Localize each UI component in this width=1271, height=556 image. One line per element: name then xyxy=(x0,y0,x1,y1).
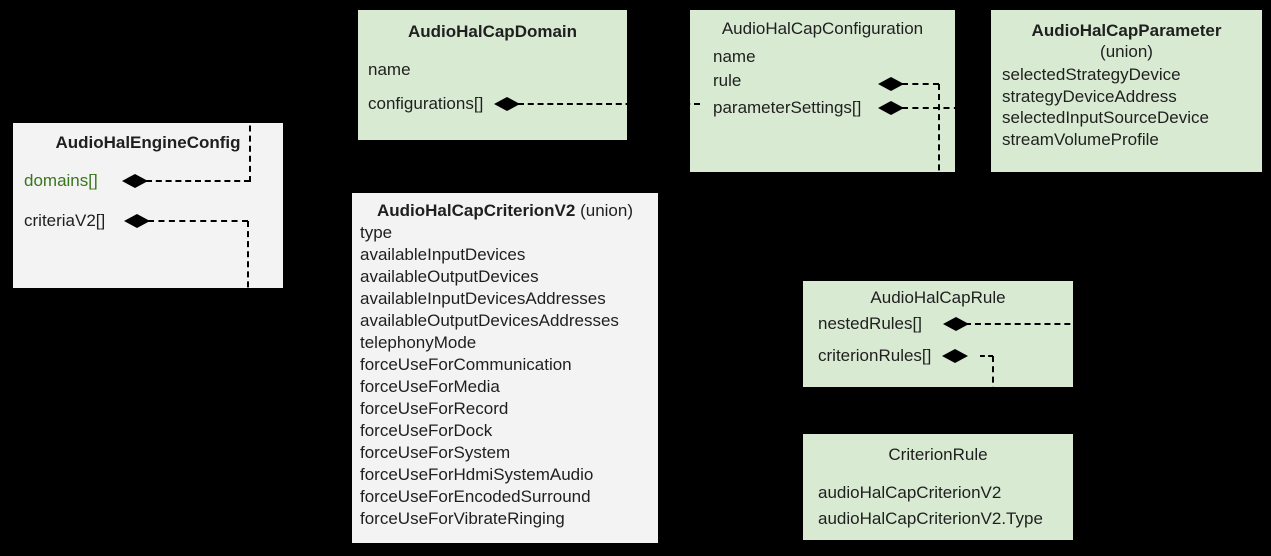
connector-criteriav2-line xyxy=(248,367,352,369)
connector-rule-line xyxy=(902,83,939,85)
class-box-audiohalcapparameter: AudioHalCapParameter (union) selectedStr… xyxy=(991,10,1262,172)
class-box-audiohalcapconfiguration: AudioHalCapConfiguration name rule param… xyxy=(690,10,955,172)
field-availableinputdevicesaddresses: availableInputDevicesAddresses xyxy=(360,289,606,308)
field-criterionrules: criterionRules[] xyxy=(818,346,932,365)
class-box-audiohalcapcriterionv2: AudioHalCapCriterionV2 (union) type avai… xyxy=(352,193,658,543)
field-selectedstrategydevice: selectedStrategyDevice xyxy=(1002,65,1181,84)
aggregation-diamond-icon xyxy=(122,174,148,188)
class-subtitle-union: (union) xyxy=(1100,42,1153,61)
class-box-audiohalengineconfig: AudioHalEngineConfig domains[] criteriaV… xyxy=(13,123,283,288)
field-criteriav2: criteriaV2[] xyxy=(24,211,106,230)
field-telephonymode: telephonyMode xyxy=(360,333,477,352)
field-availableoutputdevicesaddresses: availableOutputDevicesAddresses xyxy=(360,311,619,330)
field-parametersettings: parameterSettings[] xyxy=(713,98,862,117)
aggregation-diamond-icon xyxy=(494,97,520,111)
field-configurations: configurations[] xyxy=(368,94,484,113)
field-forceuseformedia: forceUseForMedia xyxy=(360,377,500,396)
field-name: name xyxy=(368,60,411,79)
connector-parametersettings-line xyxy=(902,107,991,109)
field-name: name xyxy=(713,47,756,66)
aggregation-diamond-icon xyxy=(124,214,150,228)
field-forceuseforcommunication: forceUseForCommunication xyxy=(360,355,572,374)
connector-configurations-line xyxy=(518,103,700,105)
class-title: AudioHalCapDomain xyxy=(407,22,578,41)
field-rule: rule xyxy=(713,71,742,90)
class-title: AudioHalCapConfiguration xyxy=(721,19,924,38)
field-streamvolumeprofile: streamVolumeProfile xyxy=(1002,130,1159,149)
class-title: AudioHalCapParameter xyxy=(1031,21,1222,40)
aggregation-diamond-icon xyxy=(878,101,904,115)
aggregation-diamond-icon xyxy=(943,317,969,331)
class-title: CriterionRule xyxy=(888,445,988,464)
connector-criterionrules-line xyxy=(980,355,993,357)
field-nestedrules: nestedRules[] xyxy=(818,314,922,333)
connector-rule-line xyxy=(938,84,940,281)
class-box-criterionrule: CriterionRule audioHalCapCriterionV2 aud… xyxy=(803,434,1073,540)
class-box-audiohalcaprule: AudioHalCapRule nestedRules[] criterionR… xyxy=(803,281,1073,387)
field-forceuseforsystem: forceUseForSystem xyxy=(360,443,511,462)
class-box-audiohalcapdomain: AudioHalCapDomain name configurations[] xyxy=(358,10,627,140)
field-audiohalcapcriterionv2: audioHalCapCriterionV2 xyxy=(818,483,1002,502)
connector-domains-line xyxy=(146,180,250,182)
connector-domains-line xyxy=(250,74,358,76)
connector-nestedrules-line xyxy=(965,323,1120,325)
field-availableinputdevices: availableInputDevices xyxy=(360,245,526,264)
class-title-union-suffix: (union) xyxy=(575,201,633,220)
field-forceuseforhdmisystemaudio: forceUseForHdmiSystemAudio xyxy=(360,465,594,484)
field-domains: domains[] xyxy=(24,171,98,190)
aggregation-diamond-icon xyxy=(942,349,968,363)
field-forceuseforencodedsurround: forceUseForEncodedSurround xyxy=(360,487,591,506)
connector-criterionrules-line xyxy=(992,356,994,434)
field-audiohalcapcriterionv2-type: audioHalCapCriterionV2.Type xyxy=(818,509,1043,528)
field-forceuseforrecord: forceUseForRecord xyxy=(360,399,509,418)
field-strategydeviceaddress: strategyDeviceAddress xyxy=(1002,87,1177,106)
field-type: type xyxy=(360,223,393,242)
field-forceuseforvibrateringing: forceUseForVibrateRinging xyxy=(360,509,565,528)
criterion-field-list: type availableInputDevices availableOutp… xyxy=(360,222,619,530)
class-title: AudioHalCapRule xyxy=(870,288,1006,307)
connector-domains-line xyxy=(249,75,251,182)
field-availableoutputdevices: availableOutputDevices xyxy=(360,267,539,286)
class-title: AudioHalEngineConfig xyxy=(55,133,241,152)
class-title: AudioHalCapCriterionV2 (union) xyxy=(352,201,658,221)
connector-criteriav2-line xyxy=(247,221,249,368)
aggregation-diamond-icon xyxy=(878,77,904,91)
class-title-text: AudioHalCapCriterionV2 xyxy=(377,201,576,220)
field-selectedinputsourcedevice: selectedInputSourceDevice xyxy=(1002,108,1209,127)
connector-criteriav2-line xyxy=(148,220,248,222)
field-forceusefordock: forceUseForDock xyxy=(360,421,493,440)
